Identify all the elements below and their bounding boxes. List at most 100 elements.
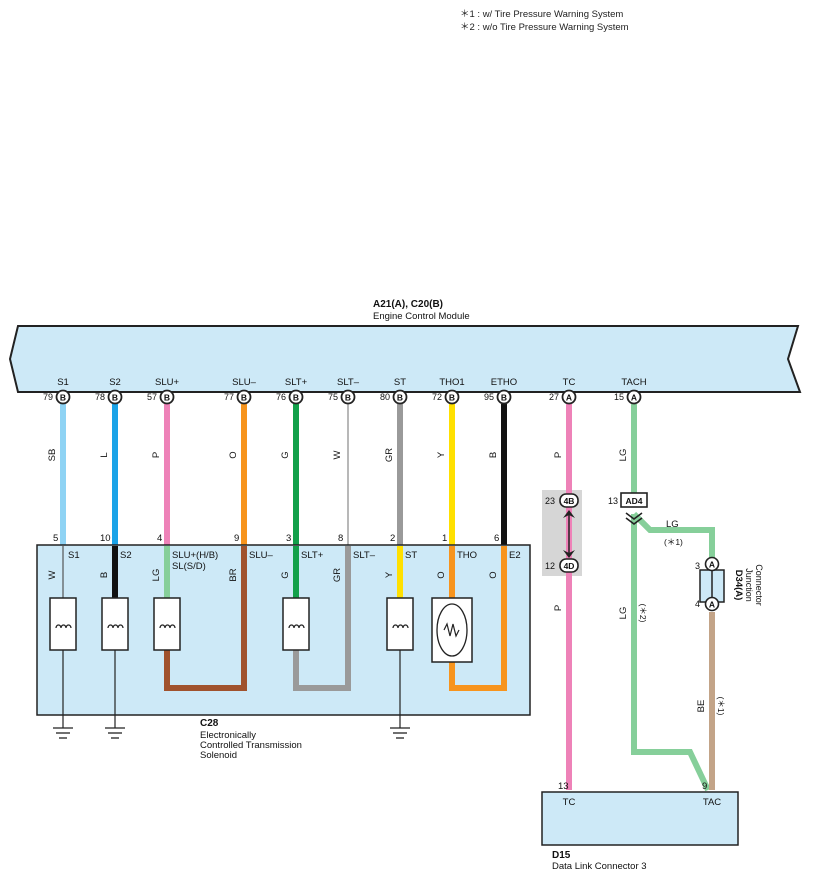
solenoid-name-3: Solenoid (200, 750, 237, 761)
ecm-pin-s2 (107, 389, 123, 405)
junction-4b-pin (559, 493, 579, 508)
inner-label-br: BR (228, 568, 239, 581)
ecm-pin-slum (236, 389, 252, 405)
coil-st (386, 597, 414, 651)
ad4-chevron-1 (625, 512, 643, 520)
c28-term-slsd: SL(S/D) (172, 561, 206, 572)
d34-name-1: Junction (744, 568, 754, 602)
wire-label-l: L (99, 452, 110, 457)
inner-label-gr: GR (332, 568, 343, 582)
dlc-name: Data Link Connector 3 (552, 861, 647, 872)
dlc-pin-num-tac: 9 (702, 781, 707, 792)
d34-pin-top-num: 3 (695, 561, 700, 571)
c28-pin-9: 9 (234, 533, 239, 544)
ecm-pin-label-tach: TACH (621, 377, 646, 388)
lg-branch-note: (＊1) (664, 537, 683, 547)
ecm-pin-conn-tho1: B (449, 393, 455, 403)
ground-leads (62, 650, 401, 728)
ecm-pin-label-s2: S2 (109, 377, 121, 388)
ad4-chevron-2 (625, 517, 643, 525)
solenoid-name-1: Electronically (200, 730, 256, 741)
inner-wire-slt-gr (293, 546, 351, 691)
ecm-pin-conn-tach: A (631, 393, 637, 403)
ecm-pin-num-tc: 27 (549, 392, 559, 402)
ecm-pin-st (392, 389, 408, 405)
ecm-pin-num-tach: 15 (614, 392, 624, 402)
ad4-label: AD4 (625, 496, 642, 506)
ecm-pin-num-tho1: 72 (432, 392, 442, 402)
ecm-pin-num-slum: 77 (224, 392, 234, 402)
wire-lg-branch (631, 511, 715, 560)
inner-label-y: Y (384, 571, 395, 578)
ecm-pin-tach (626, 389, 642, 405)
lg-direct-color: LG (618, 607, 629, 620)
c28-pin-2: 2 (390, 533, 395, 544)
inner-wire-slu-br (164, 546, 247, 691)
ecm-pin-sltp (288, 389, 304, 405)
dlc-pin-num-tc: 13 (558, 781, 569, 792)
c28-pin-10: 10 (100, 533, 111, 544)
coil-s2 (101, 597, 129, 651)
ecm-pin-num-s1: 79 (43, 392, 53, 402)
ad4-num: 13 (608, 496, 618, 506)
wire-lg-direct (631, 514, 711, 792)
ecm-pin-label-slum: SLU– (232, 377, 256, 388)
c28-term-sltp: SLT+ (301, 550, 324, 561)
dlc-code: D15 (552, 850, 571, 861)
coil-s1 (49, 597, 77, 651)
junction-4b-num: 23 (545, 496, 555, 506)
be-wire-color: BE (696, 700, 707, 713)
c28-term-tho: THO (457, 550, 477, 561)
ecm-pin-s1 (55, 389, 71, 405)
inner-label-b: B (99, 572, 110, 578)
c28-pin-1: 1 (442, 533, 447, 544)
ecm-pin-conn-sltm: B (345, 393, 351, 403)
ecm-pin-sltm (340, 389, 356, 405)
wire-label-gr: GR (384, 448, 395, 462)
upper-wires (60, 404, 637, 790)
ecm-pin-label-sltm: SLT– (337, 377, 360, 388)
ecm-pin-num-sltp: 76 (276, 392, 286, 402)
dlc-block (541, 791, 739, 846)
c28-term-s2: S2 (120, 550, 132, 561)
ground-symbol-1 (53, 727, 73, 739)
c28-term-slup: SLU+(H/B) (172, 550, 218, 561)
d34-connector: 3 A 4 A D34(A) Junction Connector (695, 556, 764, 612)
coil-slu (153, 597, 181, 651)
wire-label-y: Y (436, 451, 447, 458)
note-no-tpws: ＊2 : w/o Tire Pressure Warning System (460, 22, 629, 33)
wire-label-o: O (228, 451, 239, 458)
ad4-connector: 13 AD4 (608, 492, 648, 525)
d34-name-2: Connector (754, 564, 764, 606)
d34-pin-bottom-num: 4 (695, 599, 700, 609)
dlc-pin-label-tc: TC (563, 797, 576, 808)
notes-block: ＊1 : w/ Tire Pressure Warning System ＊2 … (460, 8, 629, 34)
ecm-pin-num-slup: 57 (147, 392, 157, 402)
inner-label-w: W (47, 570, 58, 579)
c28-pin-5: 5 (53, 533, 58, 544)
ecm-pin-label-s1: S1 (57, 377, 69, 388)
dlc-pin-label-tac: TAC (703, 797, 721, 808)
ground-symbol-3 (390, 727, 410, 739)
ecm-pin-label-etho: ETHO (491, 377, 517, 388)
ecm-pin-label-sltp: SLT+ (285, 377, 308, 388)
wire-label-sb: SB (47, 449, 58, 462)
wire-label-b: B (488, 452, 499, 458)
ecm-pin-label-st: ST (394, 377, 406, 388)
c28-term-e2: E2 (509, 550, 521, 561)
inner-label-lg: LG (151, 569, 162, 582)
wire-label-w: W (332, 450, 343, 459)
ecm-pin-conn-slum: B (241, 393, 247, 403)
ecm-block (8, 325, 802, 393)
ecm-code: A21(A), C20(B) (373, 299, 443, 310)
ecm-pin-label-slup: SLU+ (155, 377, 179, 388)
junction-4d-num: 12 (545, 561, 555, 571)
ecm-pin-conn-sltp: B (293, 393, 299, 403)
c28-term-st: ST (405, 550, 417, 561)
ecm-name: Engine Control Module (373, 311, 470, 322)
inner-label-o2: O (488, 571, 499, 578)
ecm-pin-connectors: 79 B 78 B 57 B 77 B 76 B 75 B 80 B 72 B … (43, 389, 642, 405)
c28-pin-8: 8 (338, 533, 343, 544)
be-wire-note: (＊1) (716, 697, 726, 716)
